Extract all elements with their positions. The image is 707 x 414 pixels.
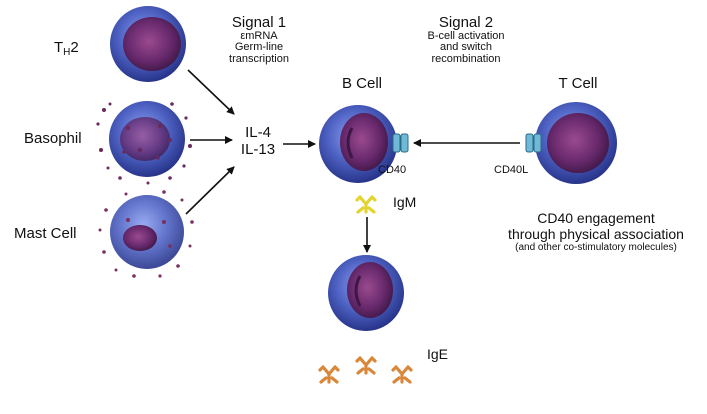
ige-label: IgE — [427, 346, 449, 362]
igm-antibody — [355, 195, 377, 214]
arrows — [185, 69, 520, 253]
signal-2-block: Signal 2 B-cell activation and switch re… — [427, 15, 504, 65]
cd40l-label: CD40L — [494, 164, 529, 176]
t-cell — [535, 102, 617, 184]
arrow-mast-to-il — [185, 166, 235, 215]
th2-label: TH2 — [54, 39, 79, 58]
igm-label: IgM — [393, 194, 417, 210]
signal-1-line2: Germ-line — [234, 41, 284, 54]
b-cell-label: B Cell — [341, 75, 383, 92]
engagement-line3: (and other co-stimulatory molecules) — [515, 242, 677, 254]
engagement-line1: CD40 engagement — [537, 210, 655, 226]
mast-cell-label: Mast Cell — [14, 225, 77, 242]
engagement-line2: through physical association — [508, 226, 684, 243]
signal-1-line3: transcription — [229, 52, 289, 65]
ige-antibody-1 — [318, 365, 340, 384]
il13-label: IL-13 — [240, 141, 276, 159]
ige-antibodies — [318, 356, 413, 384]
signal-1-block: Signal 1 εmRNA Germ-line transcription — [229, 15, 289, 65]
mast-cell — [98, 190, 194, 278]
basophil-label: Basophil — [24, 130, 82, 147]
cytokines: IL-4 IL-13 — [241, 124, 275, 159]
signal-2-line3: recombination — [431, 52, 501, 65]
th2-cell — [110, 6, 186, 82]
ige-antibody-3 — [391, 365, 413, 384]
arrow-th2-to-il — [187, 69, 235, 115]
engagement-block: CD40 engagement through physical associa… — [508, 210, 684, 254]
t-cell-label: T Cell — [558, 75, 598, 92]
signal-2-line1: B-cell activation — [427, 29, 505, 42]
ige-antibody-2 — [355, 356, 377, 375]
signal-2-title: Signal 2 — [438, 14, 494, 31]
basophil-cell — [96, 101, 192, 185]
signal-1-title: Signal 1 — [231, 14, 287, 31]
signal-1-line1: εmRNA — [240, 29, 278, 42]
cd40-receptor — [392, 133, 409, 153]
mast-granules — [98, 190, 194, 278]
cd40-label: CD40 — [378, 164, 407, 176]
b-cell — [319, 105, 397, 183]
b-cell-ige — [328, 255, 404, 331]
il4-label: IL-4 — [245, 124, 271, 141]
cd40l-ligand — [525, 133, 542, 153]
basophil-granules — [96, 102, 192, 185]
signal-2-line2: and switch — [440, 41, 492, 54]
